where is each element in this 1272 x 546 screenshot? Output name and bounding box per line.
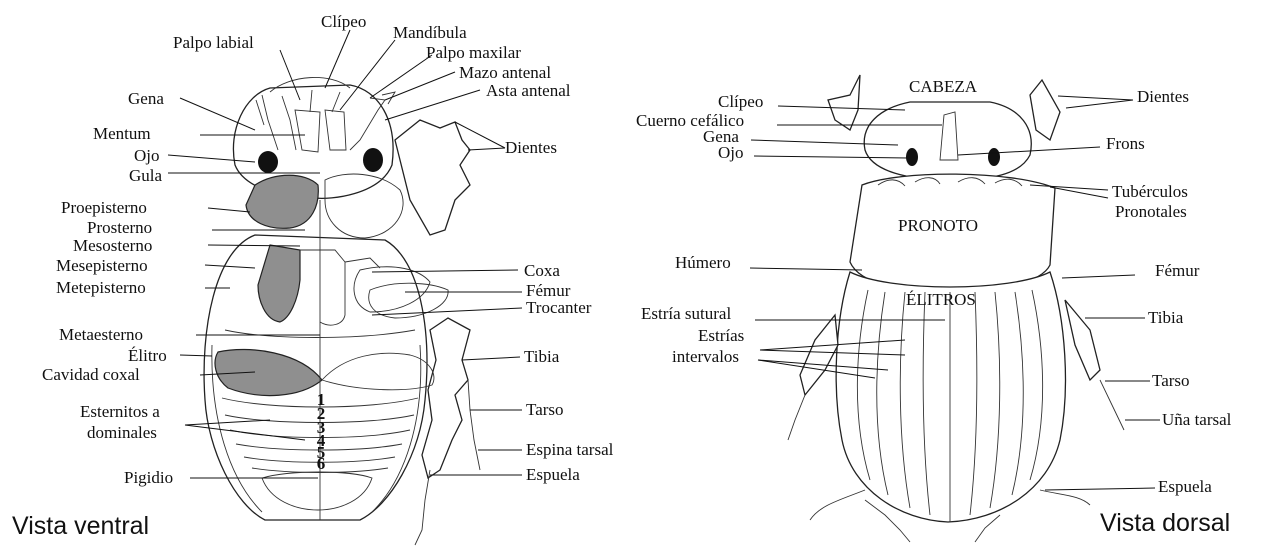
label-frons: Frons bbox=[1106, 134, 1145, 153]
label-tuberculos-line2: Pronotales bbox=[1115, 202, 1187, 221]
label-palpo-maxilar: Palpo maxilar bbox=[426, 43, 521, 62]
label-elitro: Élitro bbox=[128, 346, 167, 365]
label-ojo: Ojo bbox=[134, 146, 160, 165]
label-mesosterno: Mesosterno bbox=[73, 236, 152, 255]
label-esternitos-line2: dominales bbox=[87, 423, 157, 442]
label-mazo-antenal: Mazo antenal bbox=[459, 63, 551, 82]
label-gula: Gula bbox=[129, 166, 163, 185]
label-pronoto: PRONOTO bbox=[898, 216, 978, 235]
dorsal-caption: Vista dorsal bbox=[1100, 509, 1230, 537]
segment-number: 6 bbox=[317, 454, 326, 473]
label-palpo-labial: Palpo labial bbox=[173, 33, 254, 52]
label-ojo-dorsal: Ojo bbox=[718, 143, 744, 162]
label-metepisterno: Metepisterno bbox=[56, 278, 146, 297]
label-intervalos: intervalos bbox=[672, 347, 739, 366]
label-metaesterno: Metaesterno bbox=[59, 325, 143, 344]
ventral-view: 1 2 3 4 5 6 bbox=[12, 12, 614, 545]
label-una-tarsal: Uña tarsal bbox=[1162, 410, 1232, 429]
dorsal-view: CABEZA Dientes Clípeo Cuerno cefálico Ge… bbox=[636, 75, 1232, 542]
ventral-caption: Vista ventral bbox=[12, 512, 149, 540]
label-asta-antenal: Asta antenal bbox=[486, 81, 571, 100]
label-clipeo: Clípeo bbox=[321, 12, 366, 31]
label-dientes-dorsal: Dientes bbox=[1137, 87, 1189, 106]
label-tuberculos-line1: Tubérculos bbox=[1112, 182, 1188, 201]
label-mentum: Mentum bbox=[93, 124, 151, 143]
label-trocanter: Trocanter bbox=[526, 298, 592, 317]
label-proepisterno: Proepisterno bbox=[61, 198, 147, 217]
label-cabeza: CABEZA bbox=[909, 77, 978, 96]
label-femur-dorsal: Fémur bbox=[1155, 261, 1200, 280]
label-tarso: Tarso bbox=[526, 400, 564, 419]
label-prosterno: Prosterno bbox=[87, 218, 152, 237]
label-mandibula: Mandíbula bbox=[393, 23, 467, 42]
label-espina-tarsal: Espina tarsal bbox=[526, 440, 614, 459]
label-dientes: Dientes bbox=[505, 138, 557, 157]
label-estrias: Estrías bbox=[698, 326, 744, 345]
label-tibia-dorsal: Tibia bbox=[1148, 308, 1184, 327]
label-tarso-dorsal: Tarso bbox=[1152, 371, 1190, 390]
label-estria-sutural: Estría sutural bbox=[641, 304, 731, 323]
label-espuela-dorsal: Espuela bbox=[1158, 477, 1212, 496]
label-elitros: ÉLITROS bbox=[906, 290, 976, 309]
label-clipeo-dorsal: Clípeo bbox=[718, 92, 763, 111]
label-espuela: Espuela bbox=[526, 465, 580, 484]
label-gena: Gena bbox=[128, 89, 164, 108]
label-tibia: Tibia bbox=[524, 347, 560, 366]
label-esternitos-line1: Esternitos a bbox=[80, 402, 160, 421]
label-cavidad-coxal: Cavidad coxal bbox=[42, 365, 140, 384]
label-mesepisterno: Mesepisterno bbox=[56, 256, 148, 275]
label-humero: Húmero bbox=[675, 253, 731, 272]
label-coxa: Coxa bbox=[524, 261, 560, 280]
label-pigidio: Pigidio bbox=[124, 468, 173, 487]
